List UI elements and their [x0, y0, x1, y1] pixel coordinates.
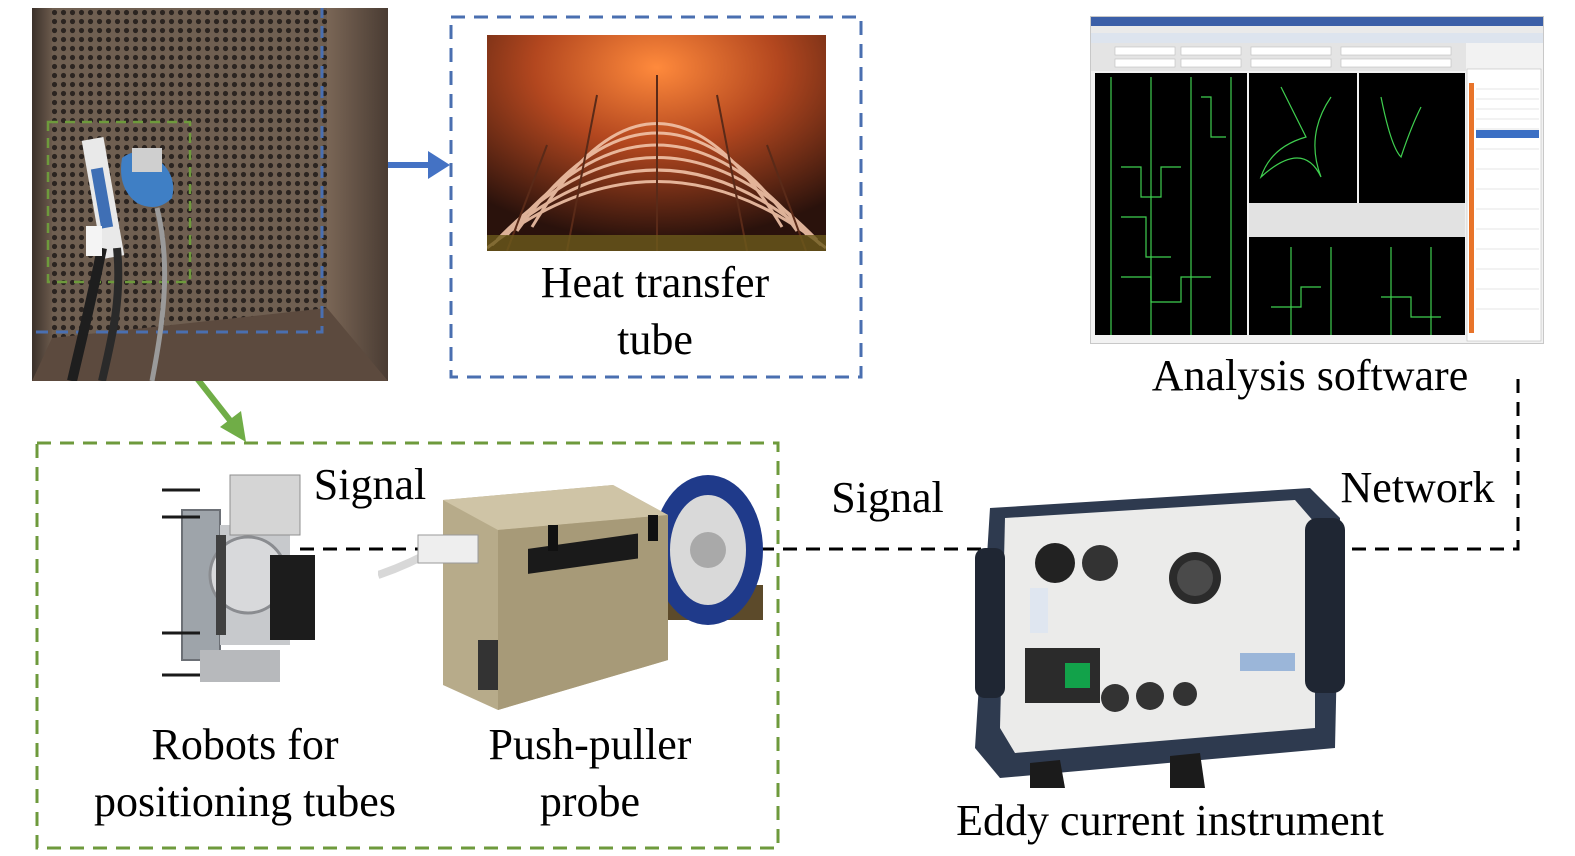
robots-label-line1: Robots for: [151, 720, 339, 769]
push-puller-label-line1: Push-puller: [488, 720, 692, 769]
heat-exchanger-tubes-photo: [487, 35, 826, 251]
signal-label-middle: Signal: [831, 473, 944, 522]
tubesheet-robot-photo: [32, 8, 388, 381]
signal-label-left: Signal: [313, 460, 427, 509]
heat-transfer-box: [449, 15, 863, 379]
probe-pusher-photo: [378, 470, 768, 720]
push-puller-label-line2: probe: [539, 777, 641, 826]
eddy-current-analysis-software-screenshot: [1090, 16, 1544, 344]
eddy-current-label: Eddy current instrument: [956, 796, 1384, 845]
green-arrow-head: [220, 411, 246, 442]
heat-transfer-label-line2: tube: [617, 315, 693, 364]
robots-label-line2: positioning tubes: [94, 777, 396, 826]
analysis-software-label: Analysis software: [1151, 351, 1469, 400]
heat-transfer-label-line1: Heat transfer: [540, 258, 770, 307]
positioning-robot-photo: [160, 455, 320, 690]
robot-system-box: [35, 441, 780, 850]
blue-arrow-head: [428, 151, 450, 179]
network-label: Network: [1340, 463, 1495, 512]
eddy-current-instrument-photo: [970, 478, 1350, 788]
